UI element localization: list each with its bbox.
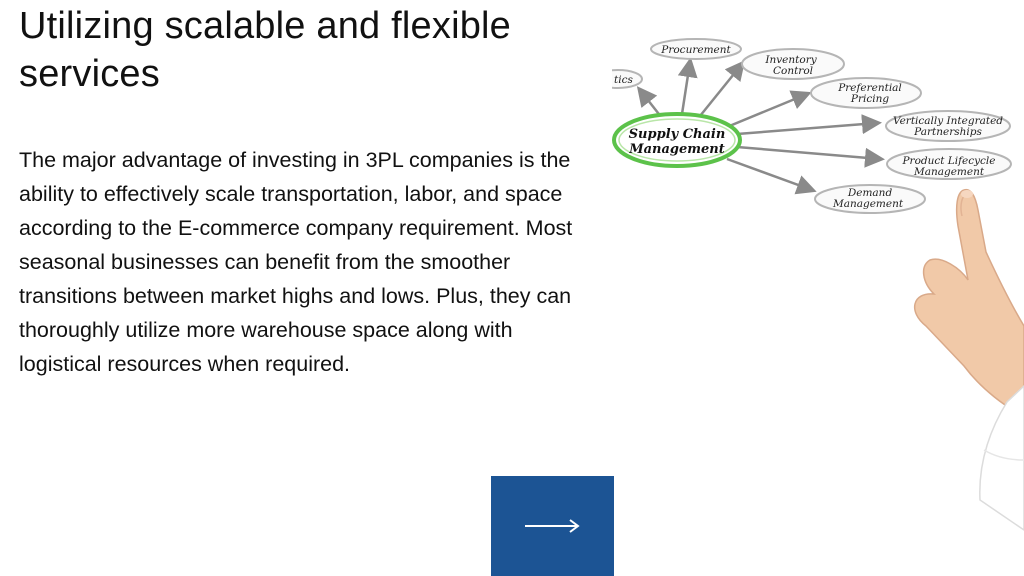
bubble-lifecycle-label-2: Management (913, 166, 985, 178)
bubble-supply-chain-management: Supply Chain Management (612, 112, 742, 168)
bubble-vertically-integrated: Vertically Integrated Partnerships (885, 110, 1011, 142)
bubble-preferential-label-1: Preferential (837, 82, 902, 94)
bubble-procurement-label: Procurement (660, 44, 731, 56)
bubble-demand-management: Demand Management (814, 184, 926, 214)
center-label-1: Supply Chain (629, 127, 726, 142)
bubble-preferential-label-2: Pricing (850, 93, 889, 105)
bubble-inventory-control: Inventory Control (741, 48, 845, 80)
bubble-vertical-label-2: Partnerships (913, 126, 982, 138)
bubble-vertical-label-1: Vertically Integrated (893, 115, 1003, 127)
supply-chain-diagram: tics Procurement Inventory Control Prefe… (612, 38, 1024, 531)
center-label-2: Management (628, 142, 725, 157)
bubble-inventory-label-2: Control (773, 65, 813, 77)
arrow-right-icon (524, 519, 580, 533)
bubble-product-lifecycle: Product Lifecycle Management (886, 148, 1012, 180)
bubble-demand-label-2: Management (832, 198, 904, 210)
supply-chain-illustration: tics Procurement Inventory Control Prefe… (612, 30, 1024, 576)
slide-title: Utilizing scalable and flexible services (19, 2, 599, 98)
slide-title-line-1: Utilizing scalable and flexible (19, 5, 512, 47)
slide-title-line-2: services (19, 53, 160, 95)
bubble-logistics-label: tics (614, 74, 633, 86)
bubble-lifecycle-label-1: Product Lifecycle (901, 155, 995, 167)
bubble-procurement: Procurement (650, 38, 742, 60)
next-slide-button[interactable] (491, 476, 614, 576)
bubble-preferential-pricing: Preferential Pricing (810, 77, 922, 109)
pointing-hand-image (913, 188, 1024, 531)
bubble-logistics: tics (612, 69, 643, 89)
bubble-demand-label-1: Demand (847, 187, 893, 199)
bubble-inventory-label-1: Inventory (764, 54, 817, 66)
slide-body-text: The major advantage of investing in 3PL … (19, 148, 573, 376)
